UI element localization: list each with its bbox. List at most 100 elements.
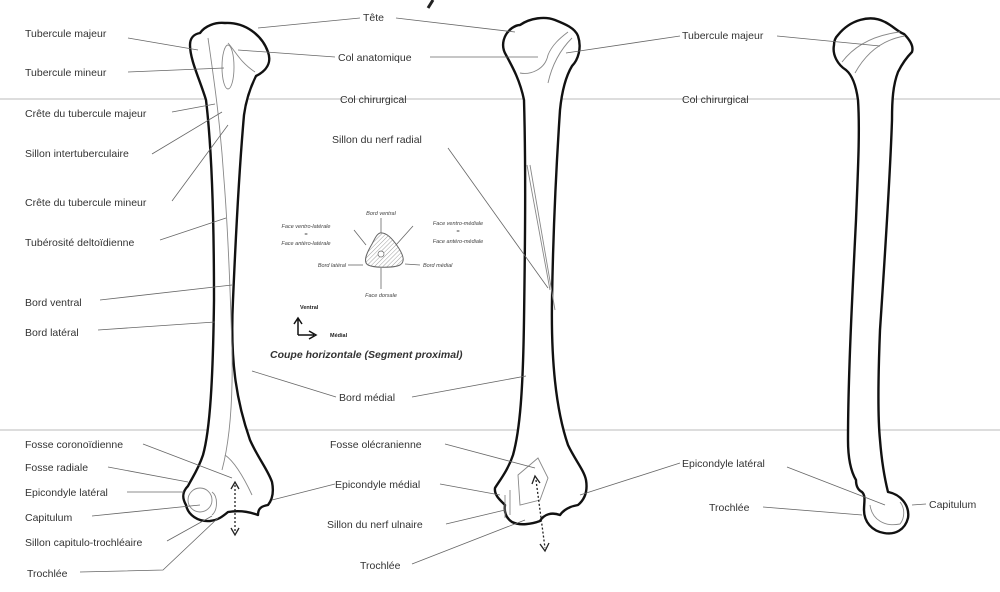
middle-bone-outline <box>493 16 588 526</box>
lead-face-vl <box>353 229 367 246</box>
axis-arrow-mid <box>535 479 546 549</box>
lead-tete-mid <box>395 17 516 33</box>
label-bord-lateral: Bord latéral <box>25 327 79 339</box>
lead-epicondyle-lat-right-a <box>579 462 681 496</box>
col-anatomique-line-mid <box>519 31 569 74</box>
label-trochlee-left: Trochlée <box>27 568 68 580</box>
label-sillon-intertuberculaire: Sillon intertuberculaire <box>25 148 129 160</box>
left-crest-line <box>207 37 233 471</box>
trochlea-outline <box>211 491 217 516</box>
label-epicondyle-medial: Epicondyle médial <box>335 479 420 491</box>
humerus-lateral-view <box>832 17 914 535</box>
label-tuberosite-deltoidienne: Tubérosité deltoïdienne <box>25 237 135 249</box>
label-tete: Tête <box>363 12 384 24</box>
right-bone-outline <box>832 17 914 535</box>
label-sillon-capitulo-trochleaire: Sillon capitulo-trochléaire <box>25 537 142 549</box>
lead-trochlee-mid <box>411 519 526 565</box>
ventral-arrow-icon <box>293 316 303 335</box>
lead-trochlee-right <box>762 506 863 516</box>
left-bone-outline <box>182 21 274 523</box>
arrow-head-up-left <box>230 480 240 490</box>
cross-section-caption: Coupe horizontale (Segment proximal) <box>270 349 463 361</box>
lead-epicondyle-lat-right-b <box>786 466 886 506</box>
label-capitulum-left: Capitulum <box>25 512 73 524</box>
lead-trochlee-left <box>79 517 219 573</box>
lead-tubercule-mineur <box>127 67 225 73</box>
label-tubercule-mineur: Tubercule mineur <box>25 67 107 79</box>
cs-axis-medial: Médial <box>330 333 348 339</box>
cs-face-antero-mediale: Face antéro-médiale <box>433 239 483 245</box>
lead-col-anatomique-left <box>237 49 336 58</box>
label-trochlee-right: Trochlée <box>709 502 750 514</box>
leader-lines <box>79 17 927 573</box>
label-sillon-nerf-ulnaire: Sillon du nerf ulnaire <box>327 519 423 531</box>
label-fosse-olecranienne: Fosse olécranienne <box>330 439 422 451</box>
arrow-head-up-mid <box>531 474 541 485</box>
lead-fosse-olecranienne <box>444 443 536 469</box>
cs-face-dorsale: Face dorsale <box>365 293 397 299</box>
label-crete-tubercule-majeur: Crête du tubercule majeur <box>25 108 147 120</box>
cs-equals-1: = <box>304 232 308 238</box>
label-tubercule-majeur-left: Tubercule majeur <box>25 28 107 40</box>
lead-crete-tmin <box>171 124 229 202</box>
arrow-head-down-mid <box>539 542 550 553</box>
lead-face-vm <box>395 225 414 246</box>
label-col-anatomique: Col anatomique <box>338 52 412 64</box>
arrow-head-down-left <box>230 527 240 537</box>
cs-axis-ventral: Ventral <box>300 305 319 311</box>
humerus-dorsal-view <box>493 16 588 553</box>
lead-sillon-capitulo <box>166 515 213 542</box>
cross-section-shape <box>364 232 404 268</box>
fosse-olecranienne-outline <box>517 457 549 506</box>
label-fosse-coronoidienne: Fosse coronoïdienne <box>25 439 123 451</box>
label-tubercule-majeur-right: Tubercule majeur <box>682 30 764 42</box>
title-fragment <box>426 0 435 9</box>
cs-face-ventro-mediale: Face ventro-médiale <box>433 221 483 227</box>
label-bord-medial: Bord médial <box>339 392 395 404</box>
lead-crete-tm <box>171 103 216 113</box>
label-epicondyle-lateral-left: Epicondyle latéral <box>25 487 108 499</box>
label-col-chirurgical-mid: Col chirurgical <box>340 94 407 106</box>
label-epicondyle-lateral-right: Epicondyle latéral <box>682 458 765 470</box>
lead-fosse-radiale <box>107 466 189 483</box>
lead-tuberosite <box>159 217 227 241</box>
tubercle-crest-mid <box>547 37 573 84</box>
capitulum-outline <box>187 487 213 513</box>
lead-capitulum-left <box>91 504 201 517</box>
lead-bord-ventral <box>99 284 233 301</box>
lead-bord-medial-left <box>251 370 337 398</box>
lead-tubercule-majeur-right <box>776 35 881 47</box>
lead-tete-left <box>257 17 361 29</box>
tubercule-mineur-outline <box>221 44 235 90</box>
medullary-canal <box>377 250 385 258</box>
tubercle-lines-right <box>841 31 906 74</box>
label-bord-ventral: Bord ventral <box>25 297 82 309</box>
lead-fosse-coronoide <box>142 443 233 479</box>
lead-bord-medial-mid <box>411 375 527 398</box>
col-anatomique-line <box>227 42 256 73</box>
lead-tubercule-majeur-mid <box>565 35 681 54</box>
lead-capitulum-right <box>911 503 927 506</box>
cs-bord-medial: Bord médial <box>423 263 453 269</box>
fossa-line <box>224 454 253 496</box>
lead-bord-medial-cs <box>404 263 421 266</box>
sillon-radial-lines <box>526 164 556 311</box>
humerus-ventral-view <box>182 21 274 537</box>
lead-epicondyle-medial-mid <box>439 483 501 496</box>
label-col-chirurgical-right: Col chirurgical <box>682 94 749 106</box>
label-fosse-radiale: Fosse radiale <box>25 462 88 474</box>
lead-sillon-ulnaire <box>445 509 506 525</box>
label-trochlee-mid: Trochlée <box>360 560 401 572</box>
cross-section-figure: Bord ventral Face ventro-latérale = Face… <box>270 211 483 361</box>
label-capitulum-right: Capitulum <box>929 499 977 511</box>
cs-face-antero-laterale: Face antéro-latérale <box>281 241 330 247</box>
lead-sillon-radial <box>447 147 549 289</box>
labels: Tête Tubercule majeur Tubercule mineur C… <box>25 12 977 580</box>
cs-face-ventro-laterale: Face ventro-latérale <box>282 224 331 230</box>
sillon-ulnaire-lines <box>504 490 511 518</box>
lead-tubercule-majeur-left <box>127 37 199 51</box>
label-crete-tubercule-mineur: Crête du tubercule mineur <box>25 197 147 209</box>
cs-bord-lateral: Bord latéral <box>318 263 347 269</box>
cs-equals-2: = <box>456 229 460 235</box>
